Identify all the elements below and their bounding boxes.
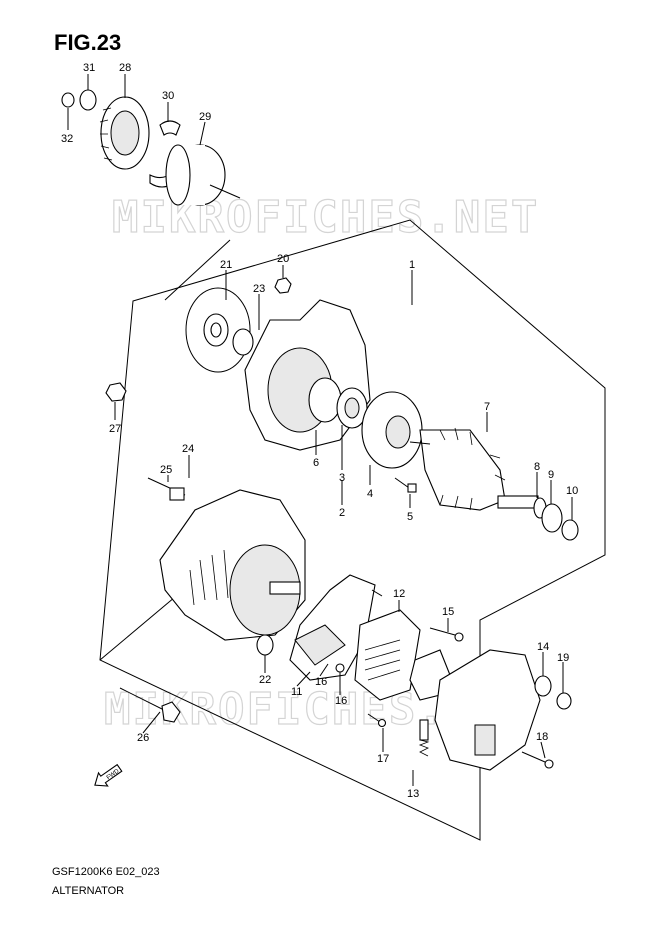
bearing-6 [308, 377, 342, 423]
pulley-clutch-assembly [61, 89, 241, 206]
callout-11: 11 [291, 686, 302, 698]
callout-18: 18 [536, 731, 548, 743]
callout-30: 30 [162, 90, 174, 102]
callout-14: 14 [537, 641, 549, 653]
rear-cover [367, 627, 572, 771]
callout-17: 17 [377, 753, 389, 765]
rotor-shaft-rear [497, 495, 539, 509]
callout-labels: 31 28 30 29 32 1 20 21 23 27 6 3 2 4 5 7… [61, 62, 578, 800]
regulator-screw [429, 627, 456, 636]
figure-title: FIG.23 [54, 30, 122, 55]
callout-10: 10 [566, 485, 578, 497]
callout-6: 6 [313, 457, 319, 469]
callout-5: 5 [407, 511, 413, 523]
assembly-outline [99, 219, 606, 841]
nut [61, 92, 75, 108]
rectifier-screw [335, 663, 345, 673]
small-nut-20 [274, 277, 292, 294]
regulator-body [354, 609, 421, 701]
rotor-body [419, 429, 506, 511]
callout-27: 27 [109, 423, 121, 435]
bushing [561, 519, 579, 541]
callout-24: 24 [182, 443, 194, 455]
through-bolt [119, 687, 169, 713]
leader-lines [67, 74, 573, 786]
callout-15: 15 [442, 606, 454, 618]
callout-16b: 16 [335, 695, 347, 707]
callout-8: 8 [534, 461, 540, 473]
o-ring [185, 287, 251, 373]
callout-19: 19 [557, 652, 569, 664]
brush-screw [367, 713, 381, 723]
callout-22: 22 [259, 674, 271, 686]
pulley-gear-hub [110, 110, 140, 156]
callout-1: 1 [409, 259, 415, 271]
callout-28: 28 [119, 62, 131, 74]
front-housing [244, 299, 371, 451]
callout-25: 25 [160, 464, 172, 476]
rear-housing [147, 477, 306, 656]
callout-4: 4 [367, 488, 373, 500]
callout-32: 32 [61, 133, 73, 145]
callout-23: 23 [253, 283, 265, 295]
rear-housing-shaft [269, 581, 301, 595]
spacer-22 [256, 634, 274, 656]
callout-16a: 16 [315, 676, 327, 688]
callout-20: 20 [277, 253, 289, 265]
callout-21: 21 [220, 259, 232, 271]
brush [419, 719, 429, 741]
rotor [409, 427, 579, 541]
terminal-nut [556, 692, 572, 710]
callout-29: 29 [199, 111, 211, 123]
collar-ring [232, 328, 254, 356]
callout-12: 12 [393, 588, 405, 600]
washer [79, 89, 97, 111]
cover-screw [521, 751, 546, 763]
damper-upper [159, 120, 181, 136]
figure-caption: ALTERNATOR [52, 885, 125, 897]
callout-3: 3 [339, 472, 345, 484]
callout-26: 26 [137, 732, 149, 744]
callout-31: 31 [83, 62, 95, 74]
rear-cover-body [434, 649, 541, 771]
clutch-drum-face [165, 144, 191, 206]
callout-13: 13 [407, 788, 419, 800]
small-nut-27 [105, 382, 127, 402]
rear-bearing-group [105, 277, 292, 402]
terminal-cap [534, 675, 552, 697]
regulator [354, 609, 421, 701]
drive-pulley-dashed-link [164, 239, 231, 301]
fwd-arrow: FWD [94, 763, 123, 787]
model-code: GSF1200K6 E02_023 [52, 866, 160, 878]
shaft-line [209, 184, 241, 199]
callout-2: 2 [339, 507, 345, 519]
rear-bearing [541, 503, 563, 533]
callout-7: 7 [484, 401, 490, 413]
rotor-shaft-front [409, 441, 431, 445]
callout-9: 9 [548, 469, 554, 481]
